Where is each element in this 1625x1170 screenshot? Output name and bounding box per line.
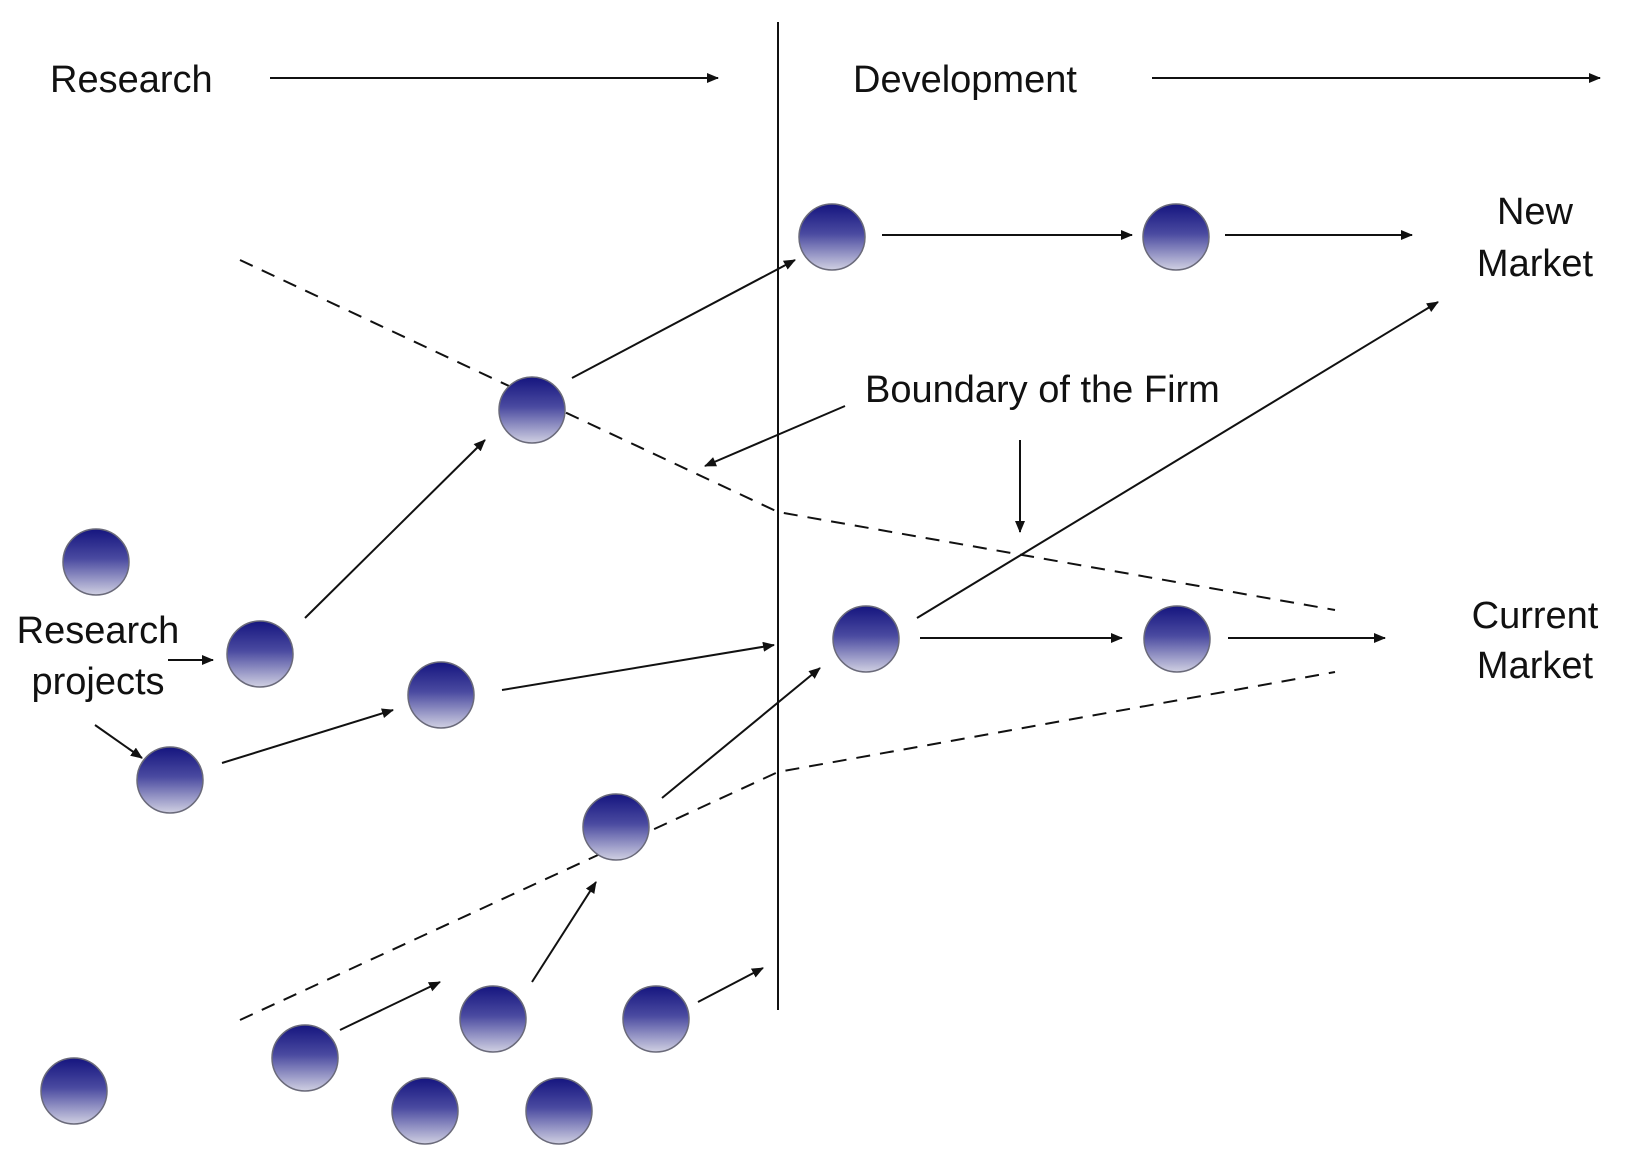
- development-heading: Development: [853, 59, 1077, 101]
- new-market-label-line1: New: [1496, 191, 1574, 233]
- project-node: [407, 661, 475, 729]
- arrow-b: [571, 259, 796, 379]
- project-node: [832, 605, 900, 673]
- project-node: [136, 746, 204, 814]
- project-node: [1142, 203, 1210, 271]
- arrow-f: [501, 641, 775, 691]
- current-market-label-line2: Market: [1476, 645, 1594, 687]
- arrow-e: [221, 708, 394, 764]
- arrow-l: [531, 881, 597, 983]
- project-node: [525, 1077, 593, 1145]
- project-nodes: [40, 203, 1211, 1145]
- project-node: [40, 1057, 108, 1125]
- research-projects-label-line2: projects: [31, 661, 165, 703]
- research-heading: Research: [50, 59, 213, 101]
- arrow-j: [661, 667, 821, 799]
- arrow-g: [916, 301, 1439, 619]
- arrow-a: [304, 439, 486, 619]
- new-market-label-line2: Market: [1476, 243, 1594, 285]
- project-node: [798, 203, 866, 271]
- project-node: [459, 985, 527, 1053]
- firm-boundary-upper: [239, 259, 1336, 611]
- project-node: [622, 985, 690, 1053]
- current-market-label-line1: Current: [1471, 595, 1599, 637]
- arrow-k: [339, 981, 441, 1031]
- project-node: [271, 1024, 339, 1092]
- firm-boundary-lower: [239, 671, 1336, 1021]
- arrow-boundary-label-left: [704, 405, 846, 467]
- project-node: [391, 1077, 459, 1145]
- project-node: [62, 528, 130, 596]
- arrow-m: [697, 967, 764, 1003]
- project-node: [1143, 605, 1211, 673]
- project-node: [498, 376, 566, 444]
- arrow-research-to-projects-lower: [94, 724, 143, 759]
- boundary-of-the-firm-label: Boundary of the Firm: [865, 369, 1220, 411]
- project-node: [226, 620, 294, 688]
- flow-arrows: [94, 230, 1439, 1031]
- project-node: [582, 793, 650, 861]
- research-projects-label-line1: Research: [16, 610, 180, 652]
